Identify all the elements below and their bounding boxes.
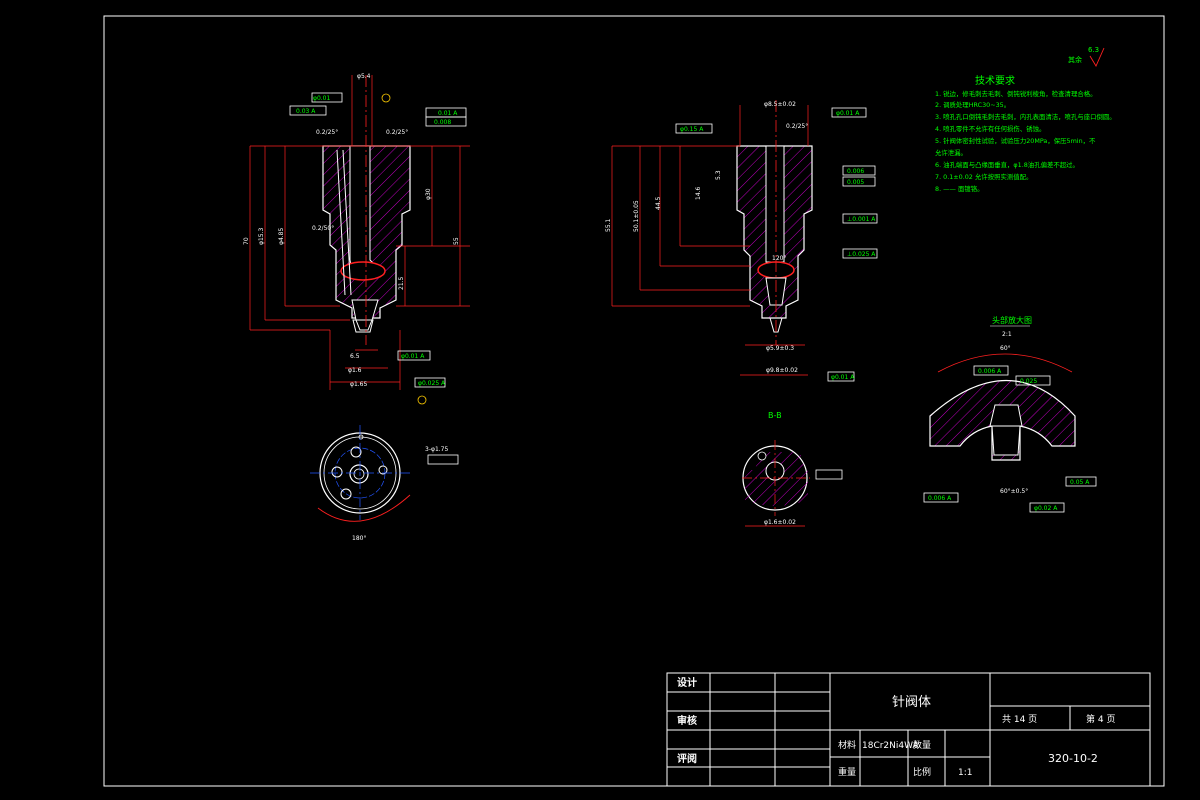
hole-label: 3-φ1.75 — [425, 446, 448, 453]
technical-requirements: 技术要求 1. 锐边，修毛刺去毛刺、倒钝锐利棱角，检查清理合格。 2. 调质处理… — [935, 74, 1116, 193]
tech-req-title: 技术要求 — [975, 74, 1015, 87]
svg-text:φ5.4: φ5.4 — [357, 73, 371, 80]
svg-text:φ0.02 A: φ0.02 A — [1034, 505, 1058, 512]
drawing-number: 320-10-2 — [1048, 752, 1098, 765]
b-b-section-view: B-B φ1.6±0.02 — [742, 411, 843, 527]
material-value: 18Cr2Ni4WA — [862, 741, 920, 751]
svg-text:0.008: 0.008 — [434, 119, 451, 126]
weight-label: 重量 — [838, 766, 856, 778]
svg-text:φ0.025 A: φ0.025 A — [418, 380, 446, 387]
svg-text:44.5: 44.5 — [655, 196, 662, 210]
part-name: 针阀体 — [892, 695, 931, 710]
svg-text:φ0.01 A: φ0.01 A — [401, 353, 425, 360]
svg-text:φ9.8±0.02: φ9.8±0.02 — [766, 367, 798, 374]
middle-section-view: φ8.5±0.02 φ0.15 A φ0.01 A 0.2/25° 0.006 … — [605, 100, 878, 382]
svg-text:φ5.9±0.3: φ5.9±0.3 — [766, 345, 794, 352]
svg-text:0.2/25°: 0.2/25° — [786, 123, 808, 130]
detail-scale: 2:1 — [1002, 331, 1012, 338]
review-label: 审核 — [677, 714, 697, 727]
svg-text:φ0.01 A: φ0.01 A — [831, 374, 855, 381]
left-section-view: φ5.4 φ0.01 0.03 A 0.01 A 0.008 0.2/25° 0… — [243, 73, 470, 405]
svg-text:φ1.65: φ1.65 — [350, 381, 368, 388]
svg-text:φ1.6: φ1.6 — [348, 367, 362, 374]
tech-req-item-3: 3. 喷孔孔口倒钝毛刺去毛刺，内孔表面清洁，喷孔与座口倒圆。 — [935, 112, 1116, 121]
svg-text:0.01 A: 0.01 A — [438, 110, 458, 117]
roughness-symbol-icon: 其余 6.3 — [1068, 46, 1105, 67]
svg-text:0.05 A: 0.05 A — [1070, 479, 1090, 486]
svg-text:φ30: φ30 — [425, 188, 432, 200]
svg-text:⊥0.025 A: ⊥0.025 A — [847, 251, 876, 258]
svg-text:0.006 A: 0.006 A — [978, 368, 1002, 375]
scale-label: 比例 — [913, 766, 931, 778]
svg-text:φ4.85: φ4.85 — [278, 228, 285, 246]
design-label: 设计 — [677, 676, 697, 689]
page-number: 第 4 页 — [1086, 713, 1115, 725]
svg-text:21.5: 21.5 — [398, 276, 405, 290]
svg-text:14.6: 14.6 — [695, 186, 702, 200]
svg-text:0.2/25°: 0.2/25° — [316, 129, 338, 136]
svg-text:0.005: 0.005 — [847, 179, 864, 186]
svg-text:φ0.15 A: φ0.15 A — [680, 126, 704, 133]
svg-text:φ0.01: φ0.01 — [313, 95, 331, 102]
angle-label: 180° — [352, 535, 366, 542]
detail-view: 头部放大图 2:1 0.006 A 0.025 0.006 A 0.05 A φ… — [923, 315, 1097, 513]
title-block — [666, 672, 1151, 787]
svg-text:60°±0.5°: 60°±0.5° — [1000, 488, 1028, 495]
quantity-label: 数量 — [913, 739, 931, 751]
tech-req-item-4: 4. 喷孔零件不允许有任何损伤、锈蚀。 — [935, 124, 1045, 133]
svg-text:0.2/25°: 0.2/25° — [386, 129, 408, 136]
svg-text:φ15.3: φ15.3 — [258, 228, 265, 246]
svg-text:0.006 A: 0.006 A — [928, 495, 952, 502]
tech-req-item-8: 7. 0.1±0.02 允许按照实测值配。 — [935, 172, 1032, 181]
svg-text:70: 70 — [243, 237, 250, 245]
svg-text:⊥0.001 A: ⊥0.001 A — [847, 216, 876, 223]
roughness-value: 6.3 — [1088, 46, 1099, 54]
tech-req-item-2: 2. 调质处理HRC30~35。 — [935, 100, 1010, 109]
tech-req-item-6: 允许泄漏。 — [935, 148, 967, 157]
svg-text:6.5: 6.5 — [350, 353, 360, 360]
svg-text:55: 55 — [453, 237, 460, 245]
material-label: 材料 — [838, 739, 856, 751]
tech-req-item-9: 8. —— 面镀铬。 — [935, 184, 984, 193]
svg-text:0.006: 0.006 — [847, 168, 864, 175]
total-pages: 共 14 页 — [1002, 714, 1037, 725]
svg-text:60°: 60° — [1000, 345, 1011, 352]
svg-text:φ1.6±0.02: φ1.6±0.02 — [764, 519, 796, 526]
svg-text:φ0.01 A: φ0.01 A — [836, 110, 860, 117]
svg-text:55.1: 55.1 — [605, 218, 612, 232]
approve-label: 评阅 — [677, 752, 697, 765]
detail-title: 头部放大图 — [992, 315, 1032, 325]
tech-req-item-5: 5. 针阀体密封性试验，试验压力20MPa，保压5min，不 — [935, 136, 1096, 145]
svg-text:0.025: 0.025 — [1020, 378, 1037, 385]
svg-text:120°: 120° — [772, 255, 786, 262]
left-bottom-view: 180° 3-φ1.75 — [310, 425, 459, 542]
tech-req-item-7: 6. 油孔端面与凸缘面垂直，φ1.8油孔偏差不超过。 — [935, 160, 1079, 169]
svg-text:5.3: 5.3 — [715, 170, 722, 180]
svg-text:50.1±0.05: 50.1±0.05 — [633, 200, 640, 232]
drawing-frame — [103, 15, 1165, 787]
svg-text:0.03 A: 0.03 A — [296, 108, 316, 115]
title-block-text: 设计 审核 评阅 针阀体 共 14 页 第 4 页 材料 18Cr2Ni4WA … — [677, 676, 1115, 778]
section-label: B-B — [768, 411, 782, 420]
svg-text:φ8.5±0.02: φ8.5±0.02 — [764, 101, 796, 108]
svg-text:0.2/50°: 0.2/50° — [312, 225, 334, 232]
tech-req-item-1: 1. 锐边，修毛刺去毛刺、倒钝锐利棱角，检查清理合格。 — [935, 89, 1097, 98]
roughness-rest-label: 其余 — [1068, 55, 1082, 64]
scale-value: 1:1 — [958, 768, 972, 778]
